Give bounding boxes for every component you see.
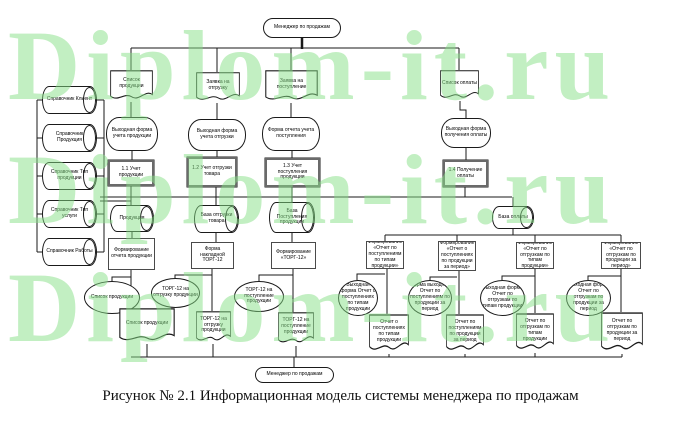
report-document: Отчет по отгрузкам по продукции за перио… — [601, 312, 643, 354]
report-form-ellipse: ТОРГ-12 на поступление продукции — [234, 281, 284, 312]
report-process-box: Формирование «Отчет по поступлениям по т… — [366, 241, 404, 269]
report-process-box: Формирование «Отчет по отгрузкам по прод… — [601, 242, 641, 269]
report-process-box: Формирование «Отчет по отгрузкам по типа… — [516, 242, 554, 269]
report-form-ellipse: Выходная форма Отчет о поступлениях по т… — [338, 280, 378, 316]
process-box-1-4: 1.4 Получение оплаты — [443, 160, 488, 187]
input-document: Список оплаты — [440, 70, 479, 101]
data-store-cylinder: База оплаты — [492, 206, 534, 229]
report-document: Список продукции — [119, 308, 175, 344]
end-terminator: Менеджер по продажам — [255, 367, 334, 383]
report-process-box: Формирование «Отчет о поступлениях по пр… — [438, 241, 476, 271]
reference-cylinder-clients: Справочник Клиент — [42, 86, 97, 114]
form-shape: Форма отчета учета поступления — [262, 117, 320, 151]
data-store-cylinder: Продукция — [110, 205, 154, 232]
form-shape: Выходная форма учета продукции — [106, 117, 158, 151]
report-process-box: Форма накладной ТОРГ-12 — [191, 242, 234, 269]
reference-cylinder-product-types: Справочник Тип продукции — [42, 162, 97, 190]
data-store-cylinder: База Поступления продукции — [269, 202, 315, 233]
report-document: Отчет о поступлениях по типам продукции — [369, 314, 409, 354]
report-document: ТОРГ-12 на поступление продукции — [278, 312, 314, 346]
form-shape: Выходная форма учета отгрузки — [188, 119, 246, 151]
report-process-box: Формирование отчета продукции — [108, 238, 155, 270]
report-form-ellipse: Форма выходная Отчет по поступлениям по … — [408, 280, 452, 316]
report-process-box: Формирование «ТОРГ-12» — [271, 242, 316, 269]
figure-caption: Рисунок № 2.1 Информационная модель сист… — [102, 388, 579, 404]
input-document: Заявка на отгрузку — [196, 72, 240, 103]
report-document: Отчет по поступлениям по продукции за пе… — [446, 314, 484, 354]
reference-cylinder-service-types: Справочник Тип услуги — [42, 200, 97, 228]
input-document: Заявка на поступление — [265, 70, 318, 103]
process-box-1-1: 1.1 Учет продукции — [108, 160, 154, 186]
input-document: Список продукции — [110, 70, 153, 102]
report-form-ellipse: Список продукции — [84, 281, 140, 314]
report-document: Отчет по отгрузкам по типам продукции — [516, 313, 554, 353]
report-document: ТОРГ-12 на отгрузку продукции — [196, 311, 231, 344]
data-store-cylinder: База отгрузки товара — [194, 205, 239, 233]
reference-cylinder-products: Справочник Продукция — [42, 124, 97, 152]
reference-cylinder-works: Справочник Работы — [42, 238, 97, 266]
report-form-ellipse: Выходная форма Отчет по отгрузкам по тип… — [480, 280, 525, 316]
report-form-ellipse: Выходная форма Отчет по отгрузкам по про… — [566, 280, 611, 316]
form-shape: Выходная форма получения оплаты — [441, 118, 491, 148]
process-box-1-3: 1.3 Учет поступления продукции — [265, 158, 320, 187]
report-form-ellipse: ТОРГ-12 на отгрузку продукции — [151, 278, 200, 308]
process-box-1-2: 1.2 Учет отгрузки товара — [187, 157, 237, 187]
start-terminator: Менеджер по продажам — [263, 18, 341, 38]
